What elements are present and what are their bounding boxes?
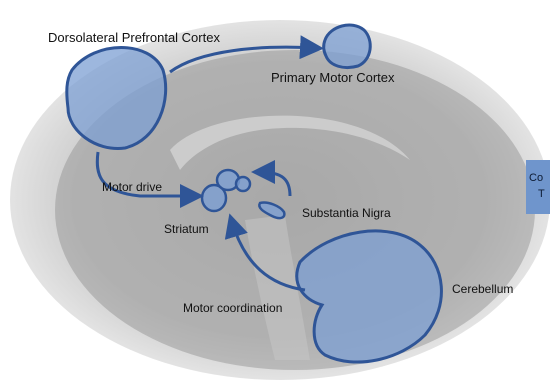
dlpfc-region xyxy=(67,48,166,149)
side-box-line2: T xyxy=(538,188,545,200)
label-substantia-nigra: Substantia Nigra xyxy=(302,206,391,220)
side-box-line1: Co xyxy=(529,172,543,184)
label-m1: Primary Motor Cortex xyxy=(271,70,395,85)
label-dlpfc: Dorsolateral Prefrontal Cortex xyxy=(48,30,220,45)
label-cerebellum: Cerebellum xyxy=(452,282,513,296)
label-motor-drive: Motor drive xyxy=(102,180,162,194)
striatum-region-right xyxy=(236,177,250,191)
label-striatum: Striatum xyxy=(164,222,209,236)
m1-region xyxy=(324,25,371,67)
label-motor-coordination: Motor coordination xyxy=(183,301,282,315)
cropped-side-box: Co T xyxy=(526,160,550,214)
